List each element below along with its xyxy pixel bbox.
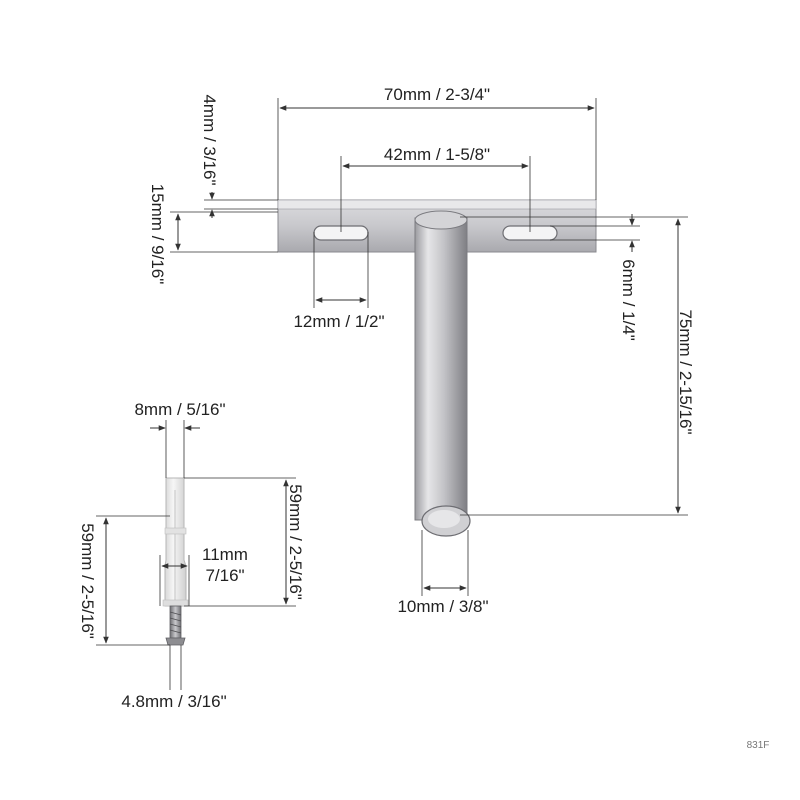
label-plate-width: 70mm / 2-3/4" — [384, 85, 490, 104]
dim-plate-width: 70mm / 2-3/4" — [277, 85, 597, 200]
label-rod-diameter: 10mm / 3/8" — [397, 597, 488, 616]
label-plate-height: 15mm / 9/16" — [148, 184, 167, 285]
dim-slot-spacing: 42mm / 1-5/8" — [340, 145, 531, 232]
dim-plate-height: 15mm / 9/16" — [148, 184, 278, 285]
label-screw-length: 59mm / 2-5/16" — [78, 523, 97, 639]
label-rod-length: 75mm / 2-15/16" — [676, 309, 695, 434]
label-plate-thickness: 4mm / 3/16" — [200, 94, 219, 185]
label-slot-spacing: 42mm / 1-5/8" — [384, 145, 490, 164]
dim-anchor-length: 59mm / 2-5/16" — [184, 477, 305, 607]
dim-rod-diameter: 10mm / 3/8" — [397, 530, 489, 616]
label-anchor-flange-mm: 11mm — [202, 545, 248, 564]
dim-slot-height: 6mm / 1/4" — [550, 214, 640, 341]
dim-screw-diameter: 4.8mm / 3/16" — [121, 645, 227, 711]
label-anchor-length: 59mm / 2-5/16" — [286, 484, 305, 600]
label-slot-width: 12mm / 1/2" — [293, 312, 384, 331]
dim-plate-thickness: 4mm / 3/16" — [200, 94, 278, 218]
dim-rod-length: 75mm / 2-15/16" — [460, 216, 695, 516]
product-code: 831F — [747, 740, 770, 751]
label-anchor-flange-in: 7/16" — [205, 566, 244, 585]
support-rod — [414, 210, 471, 537]
label-anchor-diameter: 8mm / 5/16" — [134, 400, 225, 419]
dim-anchor-diameter: 8mm / 5/16" — [134, 400, 226, 478]
dim-anchor-flange: 11mm 7/16" — [159, 545, 248, 606]
dim-screw-length: 59mm / 2-5/16" — [78, 515, 170, 646]
label-slot-height: 6mm / 1/4" — [619, 259, 638, 341]
wall-anchor — [162, 477, 189, 607]
label-screw-diameter: 4.8mm / 3/16" — [121, 692, 226, 711]
dim-slot-width: 12mm / 1/2" — [293, 232, 385, 331]
screw — [165, 605, 186, 646]
